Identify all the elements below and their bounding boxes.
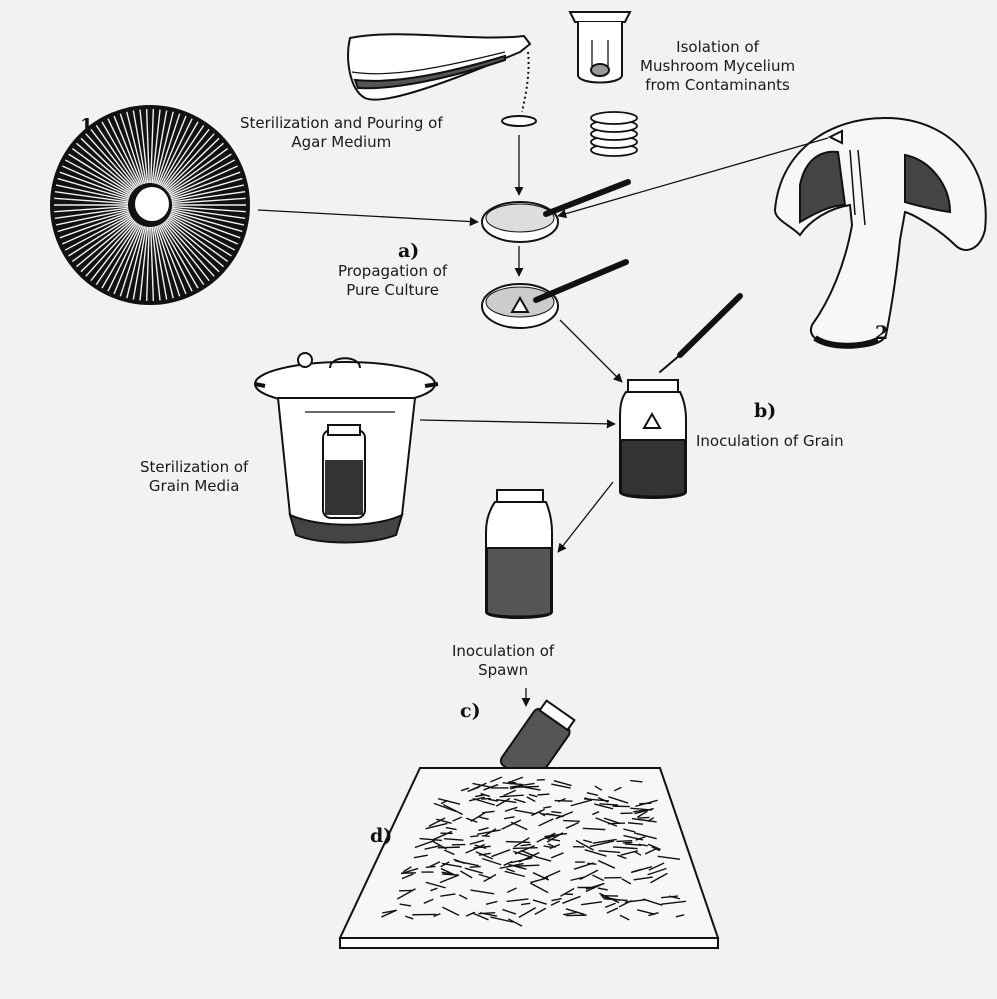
straw-strand: [470, 836, 478, 837]
arrow-cooker-to-jar: [420, 420, 615, 424]
straw-strand: [506, 842, 530, 843]
petri-dish-culture-illustration: [482, 262, 626, 328]
flask-illustration: [348, 34, 536, 126]
petri-dish-a-illustration: [482, 182, 628, 242]
straw-strand: [482, 836, 490, 837]
label-isolation: Isolation of Mushroom Mycelium from Cont…: [640, 38, 795, 95]
straw-strand: [516, 865, 540, 866]
petri-dish-stack-illustration: [591, 112, 637, 156]
inoculation-needle-illustration: [660, 296, 740, 372]
spawn-jar-illustration: [486, 490, 552, 618]
label-grain-media: Sterilization of Grain Media: [140, 458, 248, 496]
straw-strand: [438, 847, 460, 848]
substrate-tray-illustration: [340, 768, 718, 948]
label-propagation: Propagation of Pure Culture: [338, 262, 447, 300]
isolation-hood-illustration: [570, 12, 630, 83]
label-agar-sterilization: Sterilization and Pouring of Agar Medium: [240, 114, 443, 152]
label-inoculation-spawn: Inoculation of Spawn: [452, 642, 554, 680]
straw-strand: [563, 821, 580, 822]
arrow-spore-to-dish: [258, 210, 478, 222]
straw-strand: [587, 863, 596, 864]
marker-b: b): [754, 400, 776, 422]
mushroom-section-illustration: [775, 118, 986, 347]
marker-2: 2: [875, 322, 888, 344]
marker-a: a): [398, 240, 419, 262]
straw-strand: [608, 823, 625, 824]
straw-strand: [538, 794, 550, 795]
arrow-jar-to-spawn: [558, 482, 613, 552]
straw-strand: [638, 817, 649, 818]
marker-d: d): [370, 825, 392, 847]
straw-strand: [555, 801, 573, 802]
straw-strand: [513, 848, 538, 849]
arrow-culture-to-jar: [560, 320, 622, 382]
marker-c: c): [460, 700, 481, 722]
straw-strand: [623, 842, 633, 843]
label-inoculation-grain: Inoculation of Grain: [696, 432, 844, 451]
pressure-cooker-illustration: [255, 353, 438, 543]
marker-1: 1: [80, 115, 93, 137]
straw-strand: [470, 867, 481, 868]
grain-jar-illustration: [620, 380, 686, 498]
straw-strand: [616, 841, 632, 842]
